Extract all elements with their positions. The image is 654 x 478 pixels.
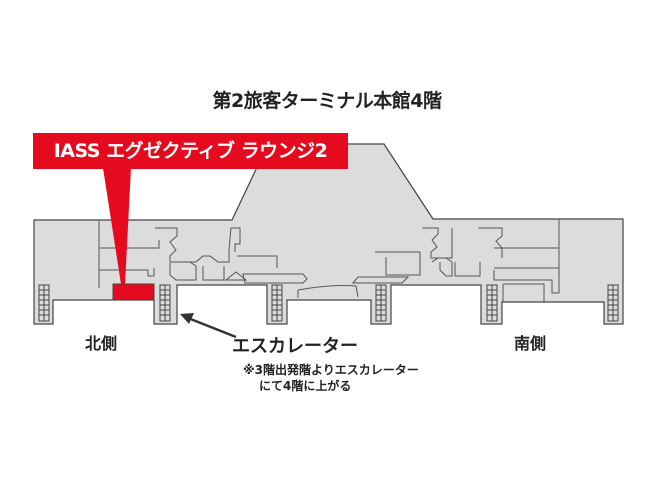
escalator-note-line1: ※3階出発階よりエスカレーター: [243, 363, 419, 377]
escalator-icon-1: [38, 284, 50, 322]
escalator-icon-6: [607, 284, 619, 322]
escalator-label: エスカレーター: [232, 336, 358, 357]
lounge-location-marker: [112, 283, 155, 301]
interior-walls: [98, 219, 560, 302]
south-side-label: 南側: [514, 334, 547, 353]
lounge-callout-label: IASS エグゼクティブ ラウンジ2: [33, 133, 348, 169]
escalator-icon-4: [375, 284, 387, 322]
escalator-note-line2: にて4階に上がる: [259, 379, 352, 393]
north-side-label: 北側: [85, 334, 118, 353]
escalator-icon-5: [486, 284, 498, 322]
escalator-arrow: [180, 313, 237, 339]
callout-pointer: [103, 168, 131, 284]
terminal-floor-outline: [33, 143, 624, 325]
escalator-icon-3: [271, 284, 283, 322]
escalator-icon-2: [159, 284, 171, 322]
page-title: 第2旅客ターミナル本館4階: [212, 90, 442, 112]
escalator-icons: [38, 284, 619, 322]
